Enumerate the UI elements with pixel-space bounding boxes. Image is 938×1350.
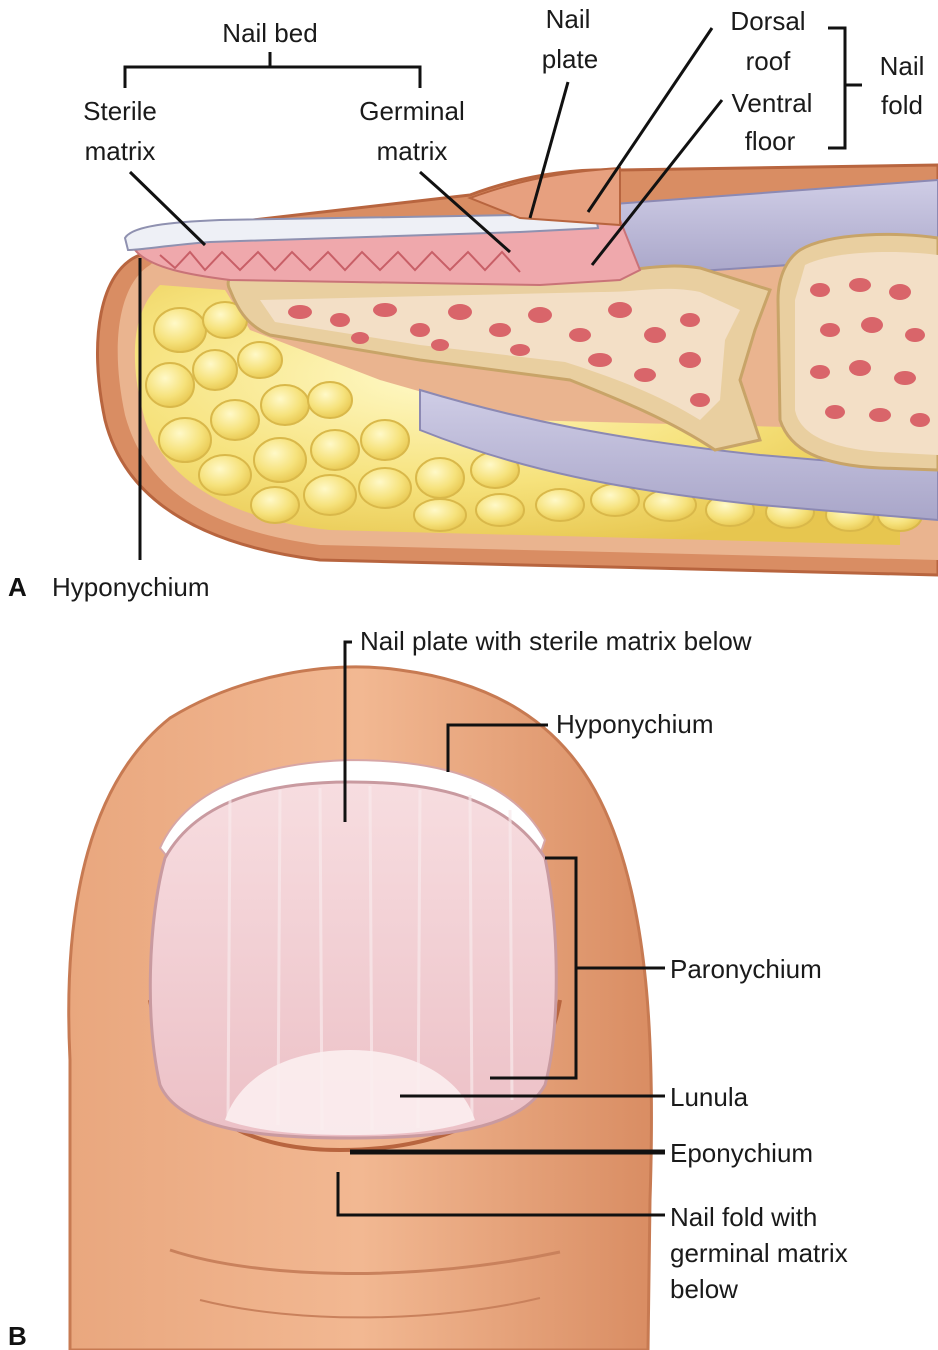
- label-hyponychium-b: Hyponychium: [556, 709, 714, 739]
- label-germinal-matrix-1: Germinal: [359, 96, 464, 126]
- panel-a-illustration: [98, 165, 938, 575]
- label-sterile-matrix-1: Sterile: [83, 96, 157, 126]
- label-dorsal-roof-2: roof: [746, 46, 792, 76]
- label-nail-fold-b-1: Nail fold with: [670, 1202, 817, 1232]
- panel-letter-b: B: [8, 1321, 27, 1350]
- label-nail-bed: Nail bed: [222, 18, 317, 48]
- label-hyponychium-a: Hyponychium: [52, 572, 210, 602]
- label-nail-plate-1: Nail: [546, 4, 591, 34]
- label-dorsal-roof-1: Dorsal: [730, 6, 805, 36]
- label-nail-fold-2: fold: [881, 90, 923, 120]
- label-nail-fold-b-2: germinal matrix: [670, 1238, 848, 1268]
- panel-letter-a: A: [8, 572, 27, 602]
- label-ventral-floor-1: Ventral: [732, 88, 813, 118]
- bracket-nail-bed: [125, 52, 420, 88]
- label-lunula: Lunula: [670, 1082, 749, 1112]
- label-nail-plate-b: Nail plate with sterile matrix below: [360, 626, 752, 656]
- label-eponychium: Eponychium: [670, 1138, 813, 1168]
- label-ventral-floor-2: floor: [745, 126, 796, 156]
- label-sterile-matrix-2: matrix: [85, 136, 156, 166]
- label-nail-plate-2: plate: [542, 44, 598, 74]
- bracket-nail-fold: [828, 28, 862, 148]
- label-germinal-matrix-2: matrix: [377, 136, 448, 166]
- label-nail-fold-1: Nail: [880, 51, 925, 81]
- label-nail-fold-b-3: below: [670, 1274, 738, 1304]
- panel-b-illustration: [69, 667, 652, 1350]
- label-paronychium: Paronychium: [670, 954, 822, 984]
